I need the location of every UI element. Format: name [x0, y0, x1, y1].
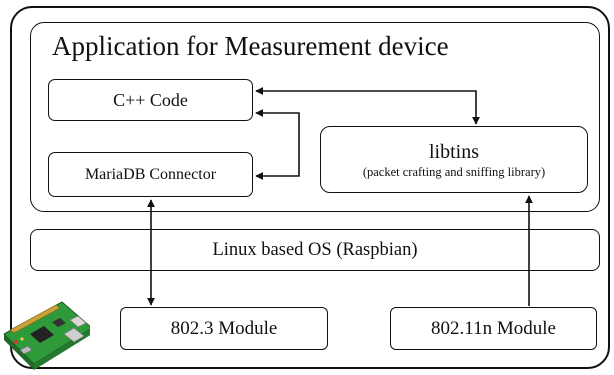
libtins-description: (packet crafting and sniffing library): [362, 164, 546, 179]
raspberry-pi-board-icon: [3, 301, 90, 370]
os-layer-box: Linux based OS (Raspbian): [30, 229, 600, 271]
cpp-code-box: C++ Code: [48, 79, 253, 121]
application-title: Application for Measurement device: [52, 31, 449, 61]
device-frame: [10, 6, 610, 369]
module-8023-label: 802.3 Module: [170, 317, 278, 339]
libtins-label: libtins: [428, 140, 479, 163]
os-label: Linux based OS (Raspbian): [212, 239, 418, 260]
libtins-box: libtins (packet crafting and sniffing li…: [320, 126, 588, 193]
mariadb-connector-box: MariaDB Connector: [48, 152, 253, 197]
module-8023-box: 802.3 Module: [120, 307, 328, 350]
module-80211n-label: 802.11n Module: [431, 317, 556, 339]
mariadb-connector-label: MariaDB Connector: [84, 165, 217, 183]
cpp-code-label: C++ Code: [113, 89, 188, 110]
module-80211n-box: 802.11n Module: [390, 307, 597, 350]
